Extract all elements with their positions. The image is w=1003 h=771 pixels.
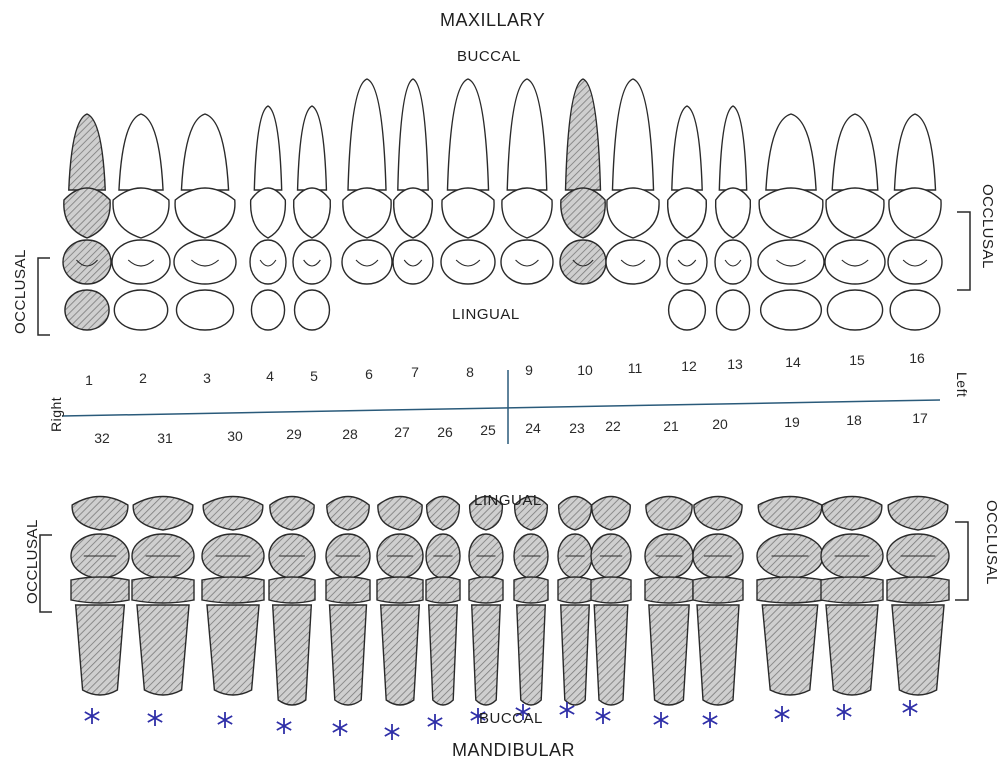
tooth-number-20: 20 (705, 416, 735, 432)
mark-tooth-31 (148, 710, 162, 726)
tooth-number-27: 27 (387, 424, 417, 440)
lingual-lower-label: LINGUAL (474, 492, 542, 509)
lower-tooth-32 (71, 497, 129, 696)
left-side-label: Left (954, 372, 970, 397)
upper-tooth-14 (758, 114, 824, 330)
upper-tooth-10 (560, 79, 606, 284)
tooth-number-11: 11 (620, 360, 650, 376)
lower-tooth-29 (269, 497, 315, 706)
buccal-upper-label: BUCCAL (457, 48, 521, 65)
tooth-number-5: 5 (299, 368, 329, 384)
lower-tooth-17 (887, 497, 949, 696)
mark-tooth-32 (85, 708, 99, 724)
mandibular-title: MANDIBULAR (452, 740, 575, 761)
occlusal-bracket-upper-right (957, 212, 970, 290)
lower-tooth-23 (558, 497, 592, 706)
mark-tooth-19 (775, 706, 789, 722)
tooth-number-13: 13 (720, 356, 750, 372)
tooth-number-1: 1 (74, 372, 104, 388)
occlusal-bracket-lower-left (40, 535, 52, 612)
tooth-number-9: 9 (514, 362, 544, 378)
upper-tooth-5 (293, 106, 331, 330)
lower-tooth-24 (514, 497, 548, 706)
tooth-number-10: 10 (570, 362, 600, 378)
tooth-number-16: 16 (902, 350, 932, 366)
upper-tooth-15 (825, 114, 885, 330)
upper-tooth-16 (888, 114, 942, 330)
lower-tooth-26 (426, 497, 460, 706)
maxillary-title: MAXILLARY (440, 10, 545, 31)
lower-tooth-21 (645, 497, 693, 706)
tooth-number-6: 6 (354, 366, 384, 382)
occlusal-lower-left-label: OCCLUSAL (24, 519, 41, 604)
tooth-number-29: 29 (279, 426, 309, 442)
occlusal-bracket-upper-left (38, 258, 50, 335)
tooth-number-31: 31 (150, 430, 180, 446)
mark-tooth-20 (703, 712, 717, 728)
upper-tooth-11 (606, 79, 660, 284)
mark-tooth-18 (837, 704, 851, 720)
mandibular-teeth (71, 497, 949, 706)
tooth-number-26: 26 (430, 424, 460, 440)
occlusal-bracket-lower-right (955, 522, 968, 600)
tooth-number-8: 8 (455, 364, 485, 380)
lower-tooth-27 (377, 497, 423, 706)
upper-tooth-7 (393, 79, 433, 284)
lingual-upper-label: LINGUAL (452, 306, 520, 323)
upper-tooth-13 (715, 106, 751, 330)
mark-tooth-28 (333, 720, 347, 736)
lower-tooth-30 (202, 497, 264, 696)
mark-tooth-17 (903, 700, 917, 716)
upper-tooth-3 (174, 114, 236, 330)
upper-tooth-12 (667, 106, 707, 330)
lower-tooth-22 (591, 497, 631, 706)
tooth-number-32: 32 (87, 430, 117, 446)
occlusal-upper-left-label: OCCLUSAL (12, 249, 29, 334)
lower-tooth-19 (757, 497, 823, 696)
upper-tooth-4 (250, 106, 286, 330)
tooth-numbering-axis (62, 400, 940, 416)
mark-tooth-27 (385, 724, 399, 740)
upper-tooth-1 (63, 114, 111, 330)
upper-tooth-9 (501, 79, 553, 284)
tooth-number-22: 22 (598, 418, 628, 434)
tooth-number-30: 30 (220, 428, 250, 444)
mark-tooth-29 (277, 718, 291, 734)
tooth-number-14: 14 (778, 354, 808, 370)
tooth-number-2: 2 (128, 370, 158, 386)
tooth-number-7: 7 (400, 364, 430, 380)
lower-tooth-20 (693, 497, 743, 706)
tooth-number-23: 23 (562, 420, 592, 436)
mark-tooth-26 (428, 714, 442, 730)
lower-tooth-25 (469, 497, 503, 706)
right-side-label: Right (48, 397, 64, 432)
occlusal-lower-right-label: OCCLUSAL (983, 500, 1000, 585)
occlusal-upper-right-label: OCCLUSAL (979, 184, 996, 269)
buccal-lower-label: BUCCAL (479, 710, 543, 727)
maxillary-teeth (63, 79, 942, 330)
upper-tooth-2 (112, 114, 170, 330)
tooth-number-15: 15 (842, 352, 872, 368)
mark-tooth-22 (596, 708, 610, 724)
upper-tooth-6 (342, 79, 392, 284)
tooth-number-17: 17 (905, 410, 935, 426)
mark-tooth-21 (654, 712, 668, 728)
lower-tooth-18 (821, 497, 883, 696)
lower-tooth-28 (326, 497, 370, 706)
tooth-number-3: 3 (192, 370, 222, 386)
tooth-number-12: 12 (674, 358, 704, 374)
tooth-number-24: 24 (518, 420, 548, 436)
tooth-number-19: 19 (777, 414, 807, 430)
tooth-number-21: 21 (656, 418, 686, 434)
lower-tooth-31 (132, 497, 194, 696)
tooth-number-4: 4 (255, 368, 285, 384)
tooth-number-28: 28 (335, 426, 365, 442)
tooth-number-18: 18 (839, 412, 869, 428)
upper-tooth-8 (441, 79, 495, 284)
tooth-number-25: 25 (473, 422, 503, 438)
mark-tooth-30 (218, 712, 232, 728)
